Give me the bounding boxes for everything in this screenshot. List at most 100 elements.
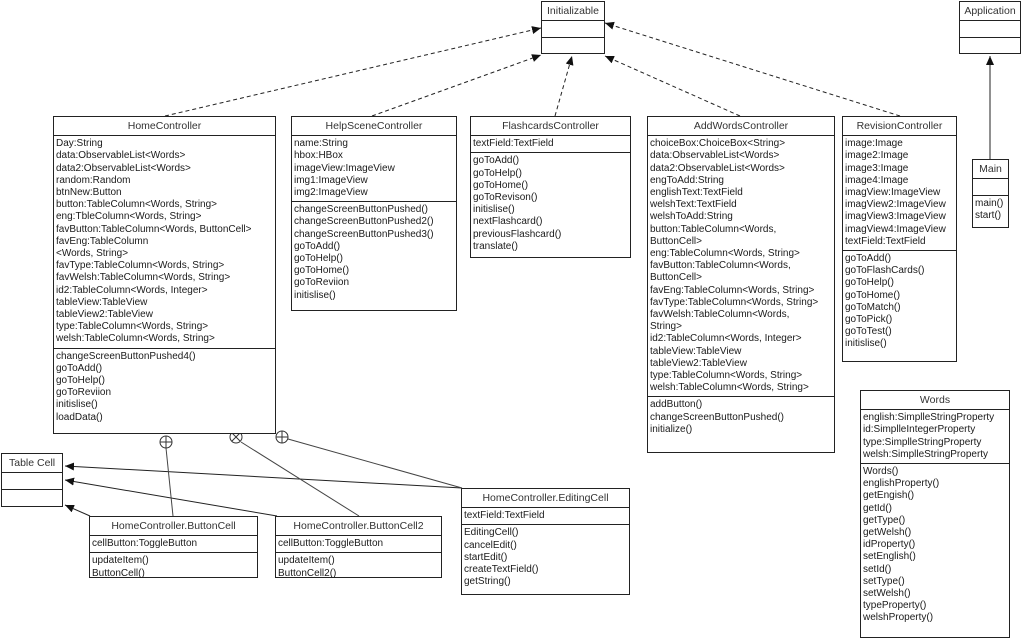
realization-flash-initializable — [554, 55, 574, 117]
class-attribute: img1:ImageView — [294, 174, 368, 186]
class-operation: initislise() — [294, 289, 336, 301]
class-attribute: favEng:TableColumn<Words, String> — [650, 284, 815, 296]
class-name: AddWordsController — [648, 117, 834, 137]
class-attributes — [542, 21, 604, 39]
class-attribute: <Words, String> — [56, 248, 129, 260]
class-operation: getString() — [464, 576, 511, 588]
nesting-circle-buttoncell — [159, 435, 173, 449]
class-attribute: image:Image — [845, 138, 903, 150]
class-home-controller-button-cell2[interactable]: HomeController.ButtonCell2 cellButton:To… — [275, 516, 442, 581]
class-attribute: tableView:TableView — [56, 296, 148, 308]
class-operation: getId() — [863, 502, 892, 514]
class-initializable[interactable]: Initializable — [541, 1, 605, 54]
class-attribute: imagView2:ImageView — [845, 199, 946, 211]
class-attributes: textField:TextField — [462, 508, 629, 526]
nesting-buttoncell-home — [165, 447, 174, 517]
class-home-controller-button-cell[interactable]: HomeController.ButtonCell cellButton:Tog… — [89, 516, 258, 579]
class-attributes — [2, 473, 62, 491]
class-name: Table Cell — [2, 454, 62, 474]
class-attribute: textField:TextField — [464, 510, 545, 522]
class-attribute: type:TableColumn<Words, String> — [650, 370, 803, 382]
class-attributes: cellButton:ToggleButton — [276, 536, 441, 554]
class-table-cell[interactable]: Table Cell — [1, 453, 63, 507]
class-attribute: welsh:TableColumn<Words, String> — [56, 333, 215, 345]
class-attribute: favType:TableColumn<Words, String> — [56, 260, 225, 272]
class-operation: goToAdd() — [845, 253, 892, 265]
class-attribute: image3:Image — [845, 162, 909, 174]
class-operation: previousFlashcard() — [473, 228, 562, 240]
class-operation: startEdit() — [464, 551, 508, 563]
class-attribute: type:SimplleStringProperty — [863, 436, 982, 448]
class-attribute: imageView:ImageView — [294, 162, 395, 174]
class-attributes — [973, 179, 1008, 197]
class-attribute: id:SimplleIntegerProperty — [863, 424, 976, 436]
class-operations: goToAdd()goToHelp()goToHome()goToRevison… — [471, 153, 630, 255]
class-operations — [542, 38, 604, 54]
class-operation: setEnglish() — [863, 551, 916, 563]
class-operations: updateItem()ButtonCell2() — [276, 553, 441, 581]
class-name: HomeController — [54, 117, 275, 137]
class-operations: main()start() — [973, 196, 1008, 224]
class-attribute: welshText:TextField — [650, 199, 737, 211]
class-operation: welshProperty() — [863, 612, 934, 624]
class-operation: changeScreenButtonPushed3() — [294, 228, 434, 240]
class-operation: goToHome() — [473, 179, 529, 191]
class-operation: start() — [975, 210, 1002, 222]
class-application[interactable]: Application — [959, 1, 1021, 54]
class-operations: Words()englishProperty()getEngish()getId… — [861, 464, 1009, 627]
class-attribute: favWelsh:TableColumn<Words, — [650, 309, 790, 321]
class-name: RevisionController — [843, 117, 956, 137]
class-operation: translate() — [473, 240, 519, 252]
class-attribute: String> — [650, 321, 682, 333]
class-attribute: eng:TbleColumn<Words, String> — [56, 211, 202, 223]
class-attribute: favButton:TableColumn<Words, ButtonCell> — [56, 223, 252, 235]
class-name: Words — [861, 391, 1009, 411]
class-attribute: welshToAdd:String — [650, 211, 733, 223]
class-attribute: img2:ImageView — [294, 187, 368, 199]
class-operation: updateItem() — [278, 555, 335, 567]
nesting-buttoncell2-home — [240, 441, 360, 517]
class-add-words-controller[interactable]: AddWordsController choiceBox:ChoiceBox<S… — [647, 116, 835, 453]
class-attribute: tableView2:TableView — [56, 309, 153, 321]
class-name: FlashcardsController — [471, 117, 630, 137]
inheritance-buttoncell-tablecell — [64, 504, 91, 517]
class-operation: ButtonCell2() — [278, 567, 337, 579]
class-operations: addButton()changeScreenButtonPushed()ini… — [648, 397, 834, 438]
class-attribute: welsh:SimplleStringProperty — [863, 448, 989, 460]
class-operation: goToTest() — [845, 326, 892, 338]
class-attribute: name:String — [294, 138, 348, 150]
class-operation: goToHelp() — [473, 167, 522, 179]
realization-revision-initializable — [604, 21, 901, 117]
class-operation: changeScreenButtonPushed2() — [294, 216, 434, 228]
class-attribute: data:ObservableList<Words> — [650, 150, 780, 162]
class-attribute: id2:TableColumn<Words, Integer> — [56, 284, 208, 296]
class-operations: EditingCell()cancelEdit()startEdit()crea… — [462, 525, 629, 590]
class-operation: goToReviion — [294, 277, 350, 289]
class-operation: goToFlashCards() — [845, 265, 925, 277]
class-attribute: englishText:TextField — [650, 187, 743, 199]
class-flashcards-controller[interactable]: FlashcardsController textField:TextField… — [470, 116, 631, 258]
class-operation: goToReviion — [56, 387, 112, 399]
class-operation: goToPick() — [845, 314, 893, 326]
realization-home-initializable — [164, 26, 542, 117]
class-main[interactable]: Main main()start() — [972, 159, 1009, 228]
class-attribute: data:ObservableList<Words> — [56, 150, 186, 162]
class-attribute: image2:Image — [845, 150, 909, 162]
class-attribute: image4:Image — [845, 174, 909, 186]
class-attribute: cellButton:ToggleButton — [278, 538, 384, 550]
inheritance-editingcell-tablecell — [64, 462, 463, 489]
inheritance-buttoncell2-tablecell — [64, 477, 278, 517]
class-operation: goToAdd() — [294, 240, 341, 252]
class-operation: setType() — [863, 575, 905, 587]
class-operation: cancelEdit() — [464, 539, 517, 551]
class-name: HomeController.EditingCell — [462, 489, 629, 509]
nesting-editingcell-home — [287, 438, 463, 489]
class-home-controller-editing-cell[interactable]: HomeController.EditingCell textField:Tex… — [461, 488, 630, 595]
